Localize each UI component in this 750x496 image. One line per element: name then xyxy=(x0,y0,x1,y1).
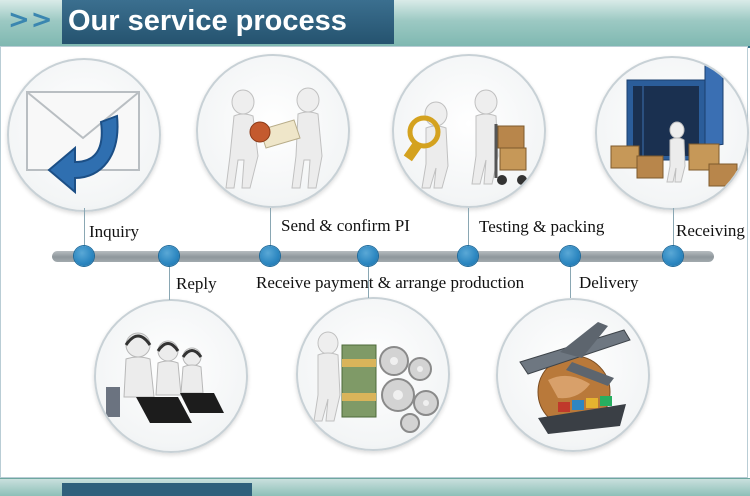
timeline-node-testing-packing xyxy=(458,246,478,266)
step-receiving-image xyxy=(595,56,749,210)
timeline-node-delivery xyxy=(560,246,580,266)
step-send-confirm-pi-image xyxy=(196,54,350,208)
timeline-bar xyxy=(52,251,714,262)
page-title: Our service process xyxy=(62,0,394,44)
connector-inquiry xyxy=(84,208,85,252)
step-label-reply: Reply xyxy=(176,274,217,293)
step-label-payment-production: Receive payment & arrange production xyxy=(256,273,525,292)
step-label-inquiry: Inquiry xyxy=(89,222,140,241)
step-testing-packing-image xyxy=(392,54,546,208)
double-arrow-icon: >> xyxy=(8,5,54,35)
step-label-delivery: Delivery xyxy=(579,273,639,292)
timeline-node-receiving xyxy=(663,246,683,266)
step-label-send-confirm-pi: Send & confirm PI xyxy=(281,216,410,235)
timeline-node-reply xyxy=(159,246,179,266)
timeline-node-send-confirm-pi xyxy=(260,246,280,266)
connector-testing-packing xyxy=(468,208,469,252)
airplane-ship-globe-icon xyxy=(519,322,631,434)
step-delivery-image xyxy=(496,298,650,452)
step-payment-production-image xyxy=(296,297,450,451)
step-label-receiving: Receiving xyxy=(676,221,745,240)
step-inquiry-image xyxy=(7,58,161,212)
connector-reply xyxy=(169,262,170,300)
footer-tab xyxy=(62,483,252,496)
step-reply-image xyxy=(94,299,248,453)
timeline-node-inquiry xyxy=(74,246,94,266)
handshake-document-icon xyxy=(225,87,323,189)
money-gears-icon xyxy=(313,331,439,433)
container-boxes-icon xyxy=(610,58,738,187)
connector-receiving xyxy=(673,208,674,252)
header-band: >> Our service process xyxy=(0,0,750,48)
envelope-reply-icon xyxy=(26,91,140,195)
connector-payment-production xyxy=(368,262,369,298)
connector-send-confirm-pi xyxy=(270,208,271,252)
footer-band xyxy=(0,478,750,496)
step-label-testing-packing: Testing & packing xyxy=(479,217,605,236)
call-center-icon xyxy=(106,332,224,423)
timeline-node-payment-production xyxy=(358,246,378,266)
connector-delivery xyxy=(570,262,571,298)
inspection-packing-icon xyxy=(403,89,527,189)
